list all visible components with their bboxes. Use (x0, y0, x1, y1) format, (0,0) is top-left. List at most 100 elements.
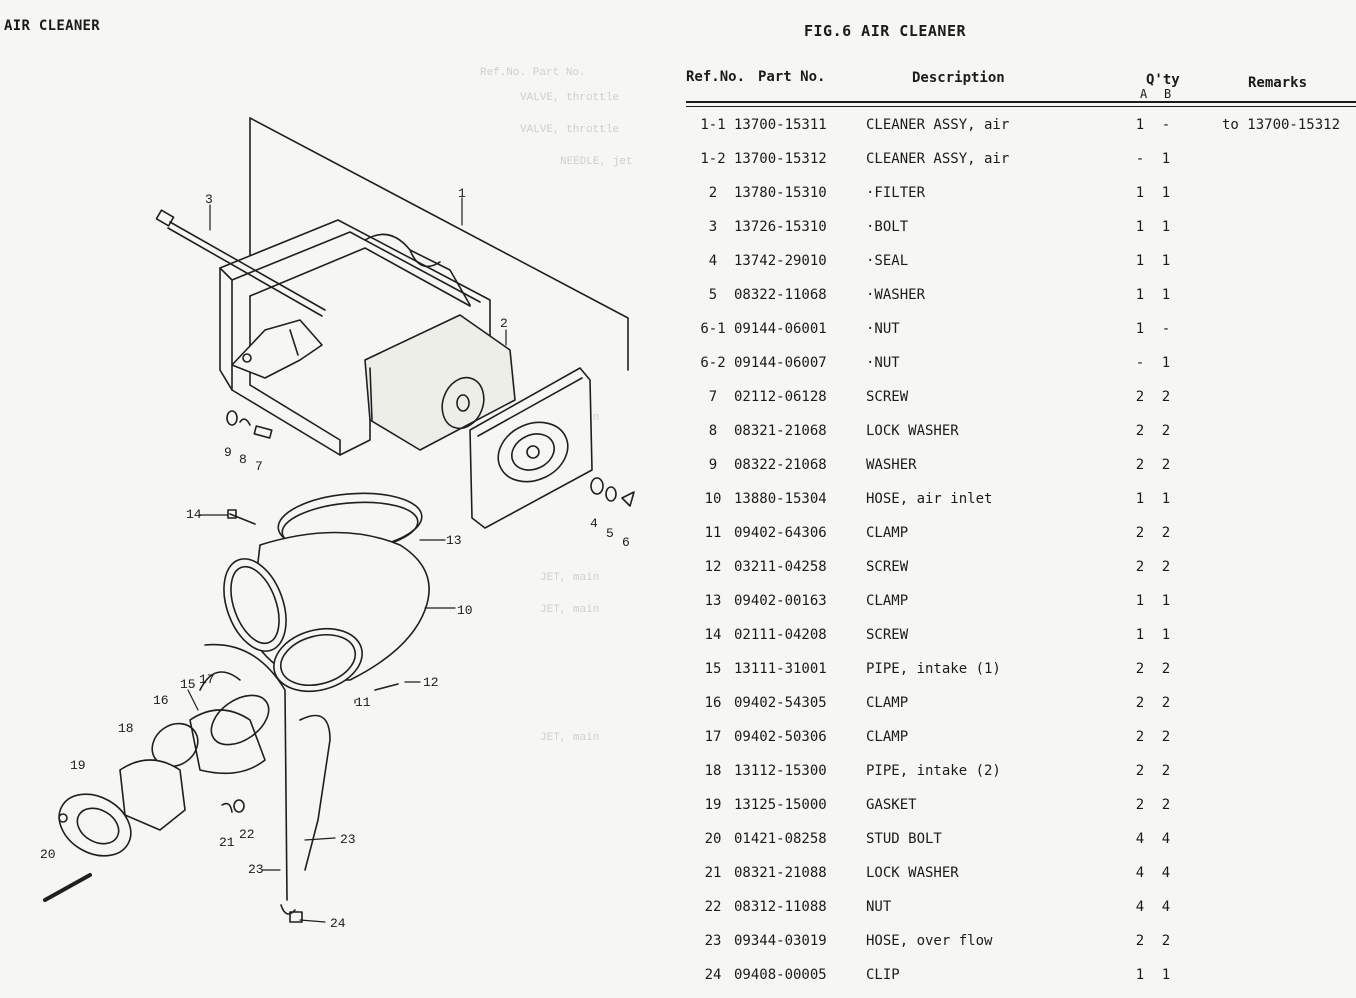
ref-no: 13 (704, 593, 722, 609)
qty-a: 2 (1135, 695, 1145, 711)
ref-no: 14 (704, 627, 722, 643)
header-qty-a: A (1140, 87, 1148, 101)
callout-21: 21 (219, 835, 235, 850)
description: CLAMP (866, 729, 909, 745)
ref-no: 7 (708, 389, 718, 405)
gasket (58, 793, 132, 857)
svg-text:VALVE, throttle: VALVE, throttle (520, 92, 619, 104)
qty-b: 1 (1161, 491, 1171, 507)
description: CLAMP (866, 695, 909, 711)
qty-b: 1 (1161, 593, 1171, 609)
qty-b: 2 (1161, 423, 1171, 439)
qty-b: 1 (1161, 151, 1171, 167)
part-no: 13111-31001 (734, 661, 827, 677)
header-rule (686, 101, 1356, 103)
part-no: 13726-15310 (734, 219, 827, 235)
description: HOSE, over flow (866, 933, 993, 949)
description: WASHER (866, 457, 917, 473)
qty-b: 2 (1161, 661, 1171, 677)
description: NUT (866, 899, 892, 915)
callout-17: 17 (199, 672, 215, 687)
qty-a: 2 (1135, 729, 1145, 745)
ref-no: 4 (708, 253, 718, 269)
svg-text:JET, main: JET, main (540, 604, 599, 616)
description: CLAMP (866, 593, 909, 609)
qty-b: 1 (1161, 967, 1171, 983)
air-inlet-hose (223, 531, 430, 693)
ref-no: 1-2 (700, 151, 726, 167)
lock-washer-21 (221, 802, 233, 813)
diagram-page: AIR CLEANER Ref.No. Part No. VALVE, thro… (4, 18, 635, 931)
ref-no: 12 (704, 559, 722, 575)
ref-no: 9 (708, 457, 718, 473)
qty-a: 1 (1135, 253, 1145, 269)
diagram-page-title: AIR CLEANER (4, 18, 101, 34)
callout-22: 22 (239, 827, 255, 842)
qty-a: 2 (1135, 933, 1145, 949)
qty-b: 1 (1161, 287, 1171, 303)
parts-list-page: FIG.6 AIR CLEANER Ref.No. Part No. Descr… (680, 0, 1356, 998)
long-bolt (155, 209, 326, 317)
callout-12: 12 (423, 675, 439, 690)
phantom-frame-line (249, 117, 629, 371)
description: GASKET (866, 797, 917, 813)
qty-a: 1 (1135, 219, 1145, 235)
description: HOSE, air inlet (866, 491, 993, 507)
qty-b: 2 (1161, 559, 1171, 575)
qty-a: - (1135, 151, 1145, 167)
callout-5: 5 (606, 526, 614, 541)
qty-a: 2 (1135, 525, 1145, 541)
ref-no: 8 (708, 423, 718, 439)
ref-no: 1-1 (700, 117, 726, 133)
header-rule-thin (686, 106, 1356, 107)
description: CLIP (866, 967, 900, 983)
qty-b: 2 (1161, 389, 1171, 405)
qty-b: 4 (1161, 865, 1171, 881)
cover-plate (469, 367, 593, 529)
description: ·NUT (866, 355, 900, 371)
clip-24 (289, 911, 303, 923)
part-no: 13112-15300 (734, 763, 827, 779)
svg-text:JET, main: JET, main (540, 572, 599, 584)
part-no: 02112-06128 (734, 389, 827, 405)
ref-no: 19 (704, 797, 722, 813)
ref-no: 3 (708, 219, 718, 235)
qty-b: 1 (1161, 253, 1171, 269)
description: CLAMP (866, 525, 909, 541)
callout-10: 10 (457, 603, 473, 618)
part-no: 02111-04208 (734, 627, 827, 643)
part-no: 09402-50306 (734, 729, 827, 745)
qty-a: 1 (1135, 287, 1145, 303)
svg-text:NEEDLE, jet: NEEDLE, jet (560, 156, 633, 168)
header-qty: Q'ty (1146, 72, 1180, 88)
part-no: 09344-03019 (734, 933, 827, 949)
part-no: 09408-00005 (734, 967, 827, 983)
description: CLEANER ASSY, air (866, 117, 1010, 133)
part-no: 03211-04258 (734, 559, 827, 575)
part-no: 09144-06007 (734, 355, 827, 371)
part-no: 13780-15310 (734, 185, 827, 201)
ref-no: 24 (704, 967, 722, 983)
qty-a: 2 (1135, 423, 1145, 439)
qty-a: 2 (1135, 559, 1145, 575)
air-cleaner-housing (219, 219, 491, 456)
callout-14: 14 (186, 507, 202, 522)
qty-b: 2 (1161, 695, 1171, 711)
callout-9: 9 (224, 445, 232, 460)
qty-b: 4 (1161, 831, 1171, 847)
ref-no: 17 (704, 729, 722, 745)
